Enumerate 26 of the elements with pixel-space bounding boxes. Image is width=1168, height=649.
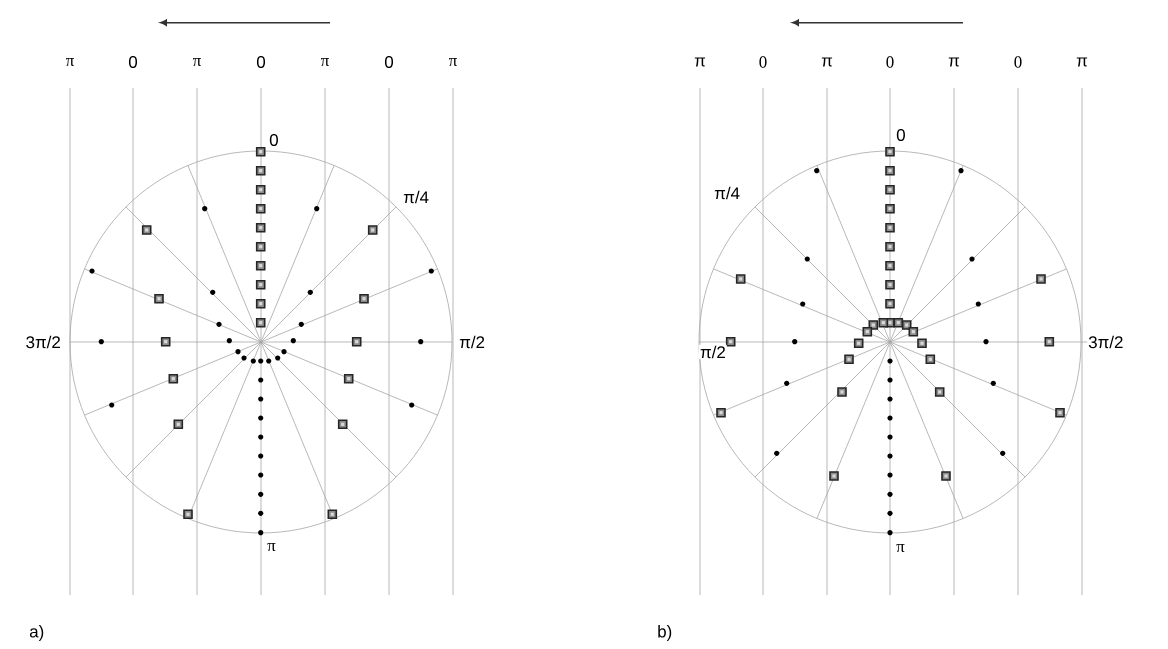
axis-label: π	[820, 56, 834, 68]
axis-label: π	[191, 57, 203, 67]
axis-label: π	[319, 57, 331, 67]
axis-label: π/4	[713, 185, 741, 201]
axis-label: π/2	[699, 344, 727, 360]
axis-label: π	[895, 543, 906, 553]
axis-label: π	[447, 57, 459, 67]
axis-label: π/4	[402, 189, 430, 205]
axis-label: a)	[28, 624, 46, 642]
axis-label: 0	[383, 55, 395, 69]
axis-label: 0	[268, 133, 280, 147]
axis-label: 3π/2	[24, 334, 62, 350]
axis-label: π	[1075, 56, 1089, 68]
axis-label: 0	[895, 128, 907, 142]
axis-label: 0	[757, 55, 769, 69]
axis-label: b)	[656, 624, 674, 642]
axis-label: π	[693, 56, 707, 68]
axis-label: 3π/2	[1087, 334, 1125, 350]
axis-label: π	[64, 57, 76, 67]
axis-label: 0	[1012, 55, 1024, 69]
axis-label: π/2	[458, 334, 486, 350]
axis-label: 0	[884, 55, 896, 69]
axis-label: 0	[127, 55, 139, 69]
axis-label: 0	[255, 55, 267, 69]
axis-label: π	[266, 542, 277, 552]
axis-label: π	[947, 56, 961, 68]
